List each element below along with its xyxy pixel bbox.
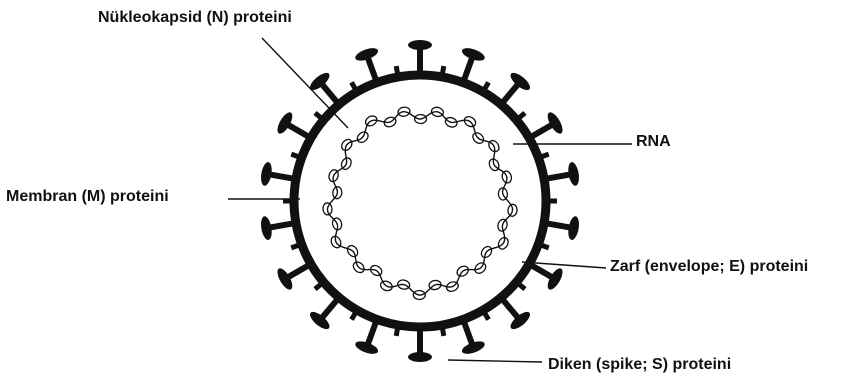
label-membrane-protein: Membran (M) proteini	[6, 189, 169, 205]
spike-protein	[275, 110, 313, 139]
spike-protein	[307, 70, 340, 106]
leader-line-nucleocapsid	[262, 38, 348, 128]
label-rna: RNA	[636, 134, 671, 150]
spike-protein	[527, 110, 565, 139]
spike-protein	[500, 296, 533, 332]
label-nucleocapsid-protein: Nükleokapsid (N) proteini	[98, 10, 292, 26]
leader-line-spike	[448, 360, 542, 362]
label-envelope-protein: Zarf (envelope; E) proteini	[610, 259, 808, 275]
spike-protein	[500, 70, 533, 106]
spike-proteins-group	[259, 40, 580, 362]
nucleocapsid-loops-group	[323, 106, 518, 299]
spike-protein	[527, 263, 565, 292]
rna-strand	[328, 112, 513, 295]
label-spike-protein: Diken (spike; S) proteini	[548, 357, 731, 373]
spike-protein	[275, 263, 313, 292]
spike-protein	[307, 296, 340, 332]
